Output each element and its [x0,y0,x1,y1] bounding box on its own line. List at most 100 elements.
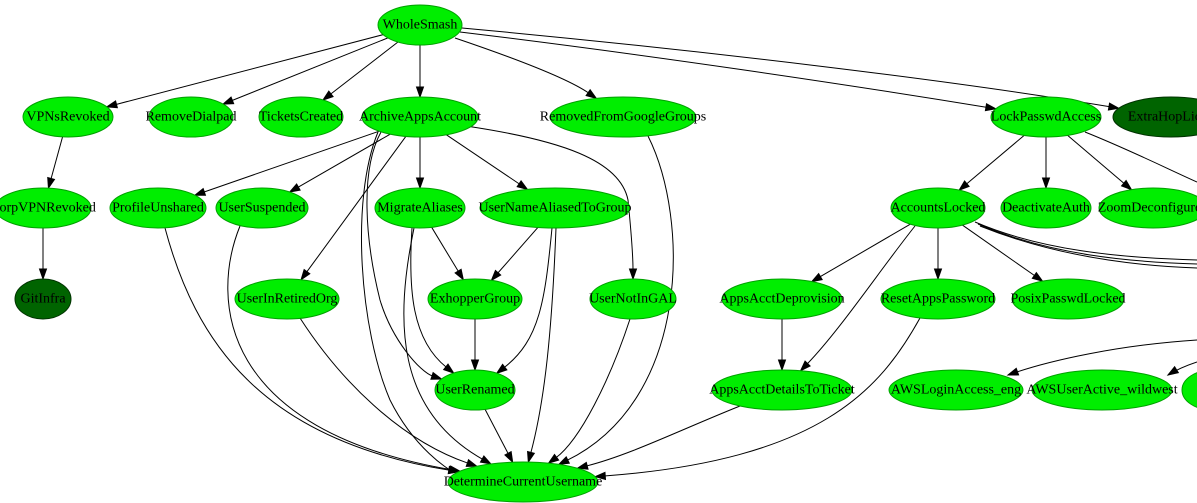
node-PosixPasswdLocked: PosixPasswdLocked [1010,278,1126,320]
node-shape [589,278,677,320]
arrow-head [495,363,508,375]
node-label: RemovedFromGoogleGroups [540,110,706,125]
node-shape [215,187,309,229]
node-UserSuspended: UserSuspended [215,187,309,229]
edge-WholeSmash-to-LockPasswdAccess [459,31,988,108]
arrow-head [585,88,598,100]
arrow-head [1006,367,1020,376]
edges-layer [38,27,1197,481]
arrow-head [984,102,998,112]
node-ResetAppsPassword: ResetAppsPassword [880,278,996,320]
arrow-head [465,458,479,467]
edge-UserInRetiredOrg-to-DetermineCurrentUsername [299,317,469,464]
node-DeactivateAuth: DeactivateAuth [1000,187,1092,229]
arrow-head [547,453,560,465]
node-label: RemoveDialpad [146,110,237,125]
arrow-head [1031,271,1044,283]
edge-AccountsLocked-to-PosixPasswdLocked [962,224,1036,277]
node-shape [1000,187,1092,229]
arrow-head [576,461,589,470]
arrow-head [193,187,207,196]
node-ExtraHopLicense: ExtraHopLicen [1112,96,1197,138]
edge-MigrateAliases-to-DetermineCurrentUsername [403,227,484,460]
arrow-head [777,359,787,372]
node-label: ExhopperGroup [430,292,520,307]
node-UserNameAliasedToGroup: UserNameAliasedToGroup [479,187,632,229]
arrow-head [799,360,811,372]
arrow-head [628,268,638,281]
node-shape [549,96,697,138]
node-ZoomDeconfigured: ZoomDeconfigured [1098,187,1197,229]
edge-LockPasswdAccess-to-AccountsLocked [965,134,1025,185]
edge-WholeSmash-to-VPNsRevoked [115,34,384,106]
arrow-head [288,183,301,193]
arrow-head [490,269,502,282]
node-label: AccountsLocked [891,201,986,216]
edge-UserNameAliasedToGroup-to-UserRenamed [503,227,553,369]
arrow-head [47,176,56,190]
node-label: AWSLoginAccess_eng [891,383,1021,398]
edge-ProfileUnshared-to-DetermineCurrentUsername [164,227,450,471]
node-RemoveDialpad: RemoveDialpad [146,96,237,138]
node-ExhopperGroup: ExhopperGroup [427,278,523,320]
node-label: UserNotInGAL [589,292,677,307]
node-label: LockPasswdAccess [991,110,1101,125]
node-OffscreenNode [1181,372,1197,408]
arrow-head [430,371,443,380]
edge-ArchiveAppsAccount-to-UserNameAliasedToGroup [446,134,521,185]
edge-offscreen-2 [974,221,1197,261]
edge-WholeSmash-to-TicketsCreated [329,41,399,95]
node-label: DeactivateAuth [1002,201,1090,216]
node-shape [1181,372,1197,408]
node-label: UserRenamed [435,383,514,398]
node-shape [148,96,234,138]
node-shape [0,187,92,229]
edge-ResetAppsPassword-to-DetermineCurrentUsername [604,317,921,477]
arrow-head [1041,177,1051,190]
edge-UserNameAliasedToGroup-to-ExhopperGroup [497,227,539,274]
node-UserInRetiredOrg: UserInRetiredOrg [234,278,340,320]
node-label: VPNsRevoked [26,110,109,125]
arrow-head [105,100,119,109]
edge-WholeSmash-to-ExtraHopLicense [461,27,1111,108]
node-shape [109,187,207,229]
arrow-head [442,363,455,375]
arrow-head [810,272,823,283]
node-AppsAcctDetailsToTicket: AppsAcctDetailsToTicket [709,369,855,411]
arrow-head [221,96,235,105]
node-AWSUserActive_wildwest: AWSUserActive_wildwest [1026,369,1178,411]
node-CorpVPNRevoked: CorpVPNRevoked [0,187,96,229]
edge-VPNsRevoked-to-CorpVPNRevoked [50,136,64,180]
arrow-head [300,268,311,281]
node-AppsAcctDeprovision: AppsAcctDeprovision [719,278,845,320]
arrow-head [1166,365,1180,376]
edge-offscreen-4 [979,225,1197,269]
node-shape [1098,187,1197,229]
node-WholeSmash: WholeSmash [377,4,463,46]
node-label: ExtraHopLicen [1128,110,1197,125]
node-label: UserNameAliasedToGroup [479,201,632,216]
arrow-head [1120,179,1133,191]
edge-UserNameAliasedToGroup-to-DetermineCurrentUsername [530,227,557,454]
arrow-head [527,450,536,464]
node-MigrateAliases: MigrateAliases [374,187,466,229]
arrow-head [321,90,334,101]
edge-WholeSmash-to-RemovedFromGoogleGroups [454,37,590,94]
edge-AccountsLocked-to-AppsAcctDetailsToTicket [806,225,916,365]
edge-LockPasswdAccess-to-ZoomDeconfigured [1067,135,1125,185]
node-shape [234,278,340,320]
edge-UserRenamed-to-DetermineCurrentUsername [484,409,509,455]
node-label: MigrateAliases [377,201,463,216]
node-LockPasswdAccess: LockPasswdAccess [990,96,1102,138]
node-label: ResetAppsPassword [881,292,995,307]
arrow-head [415,177,425,190]
node-ProfileUnshared: ProfileUnshared [109,187,207,229]
edge-ArchiveAppsAccount-to-UserInRetiredOrg [305,136,407,273]
node-label: DetermineCurrentUsername [444,475,603,490]
node-shape [479,187,631,229]
arrow-head [38,268,48,281]
edge-ArchiveAppsAccount-to-ProfileUnshared [203,130,380,193]
node-label: UserSuspended [218,201,305,216]
arrow-head [415,86,425,99]
